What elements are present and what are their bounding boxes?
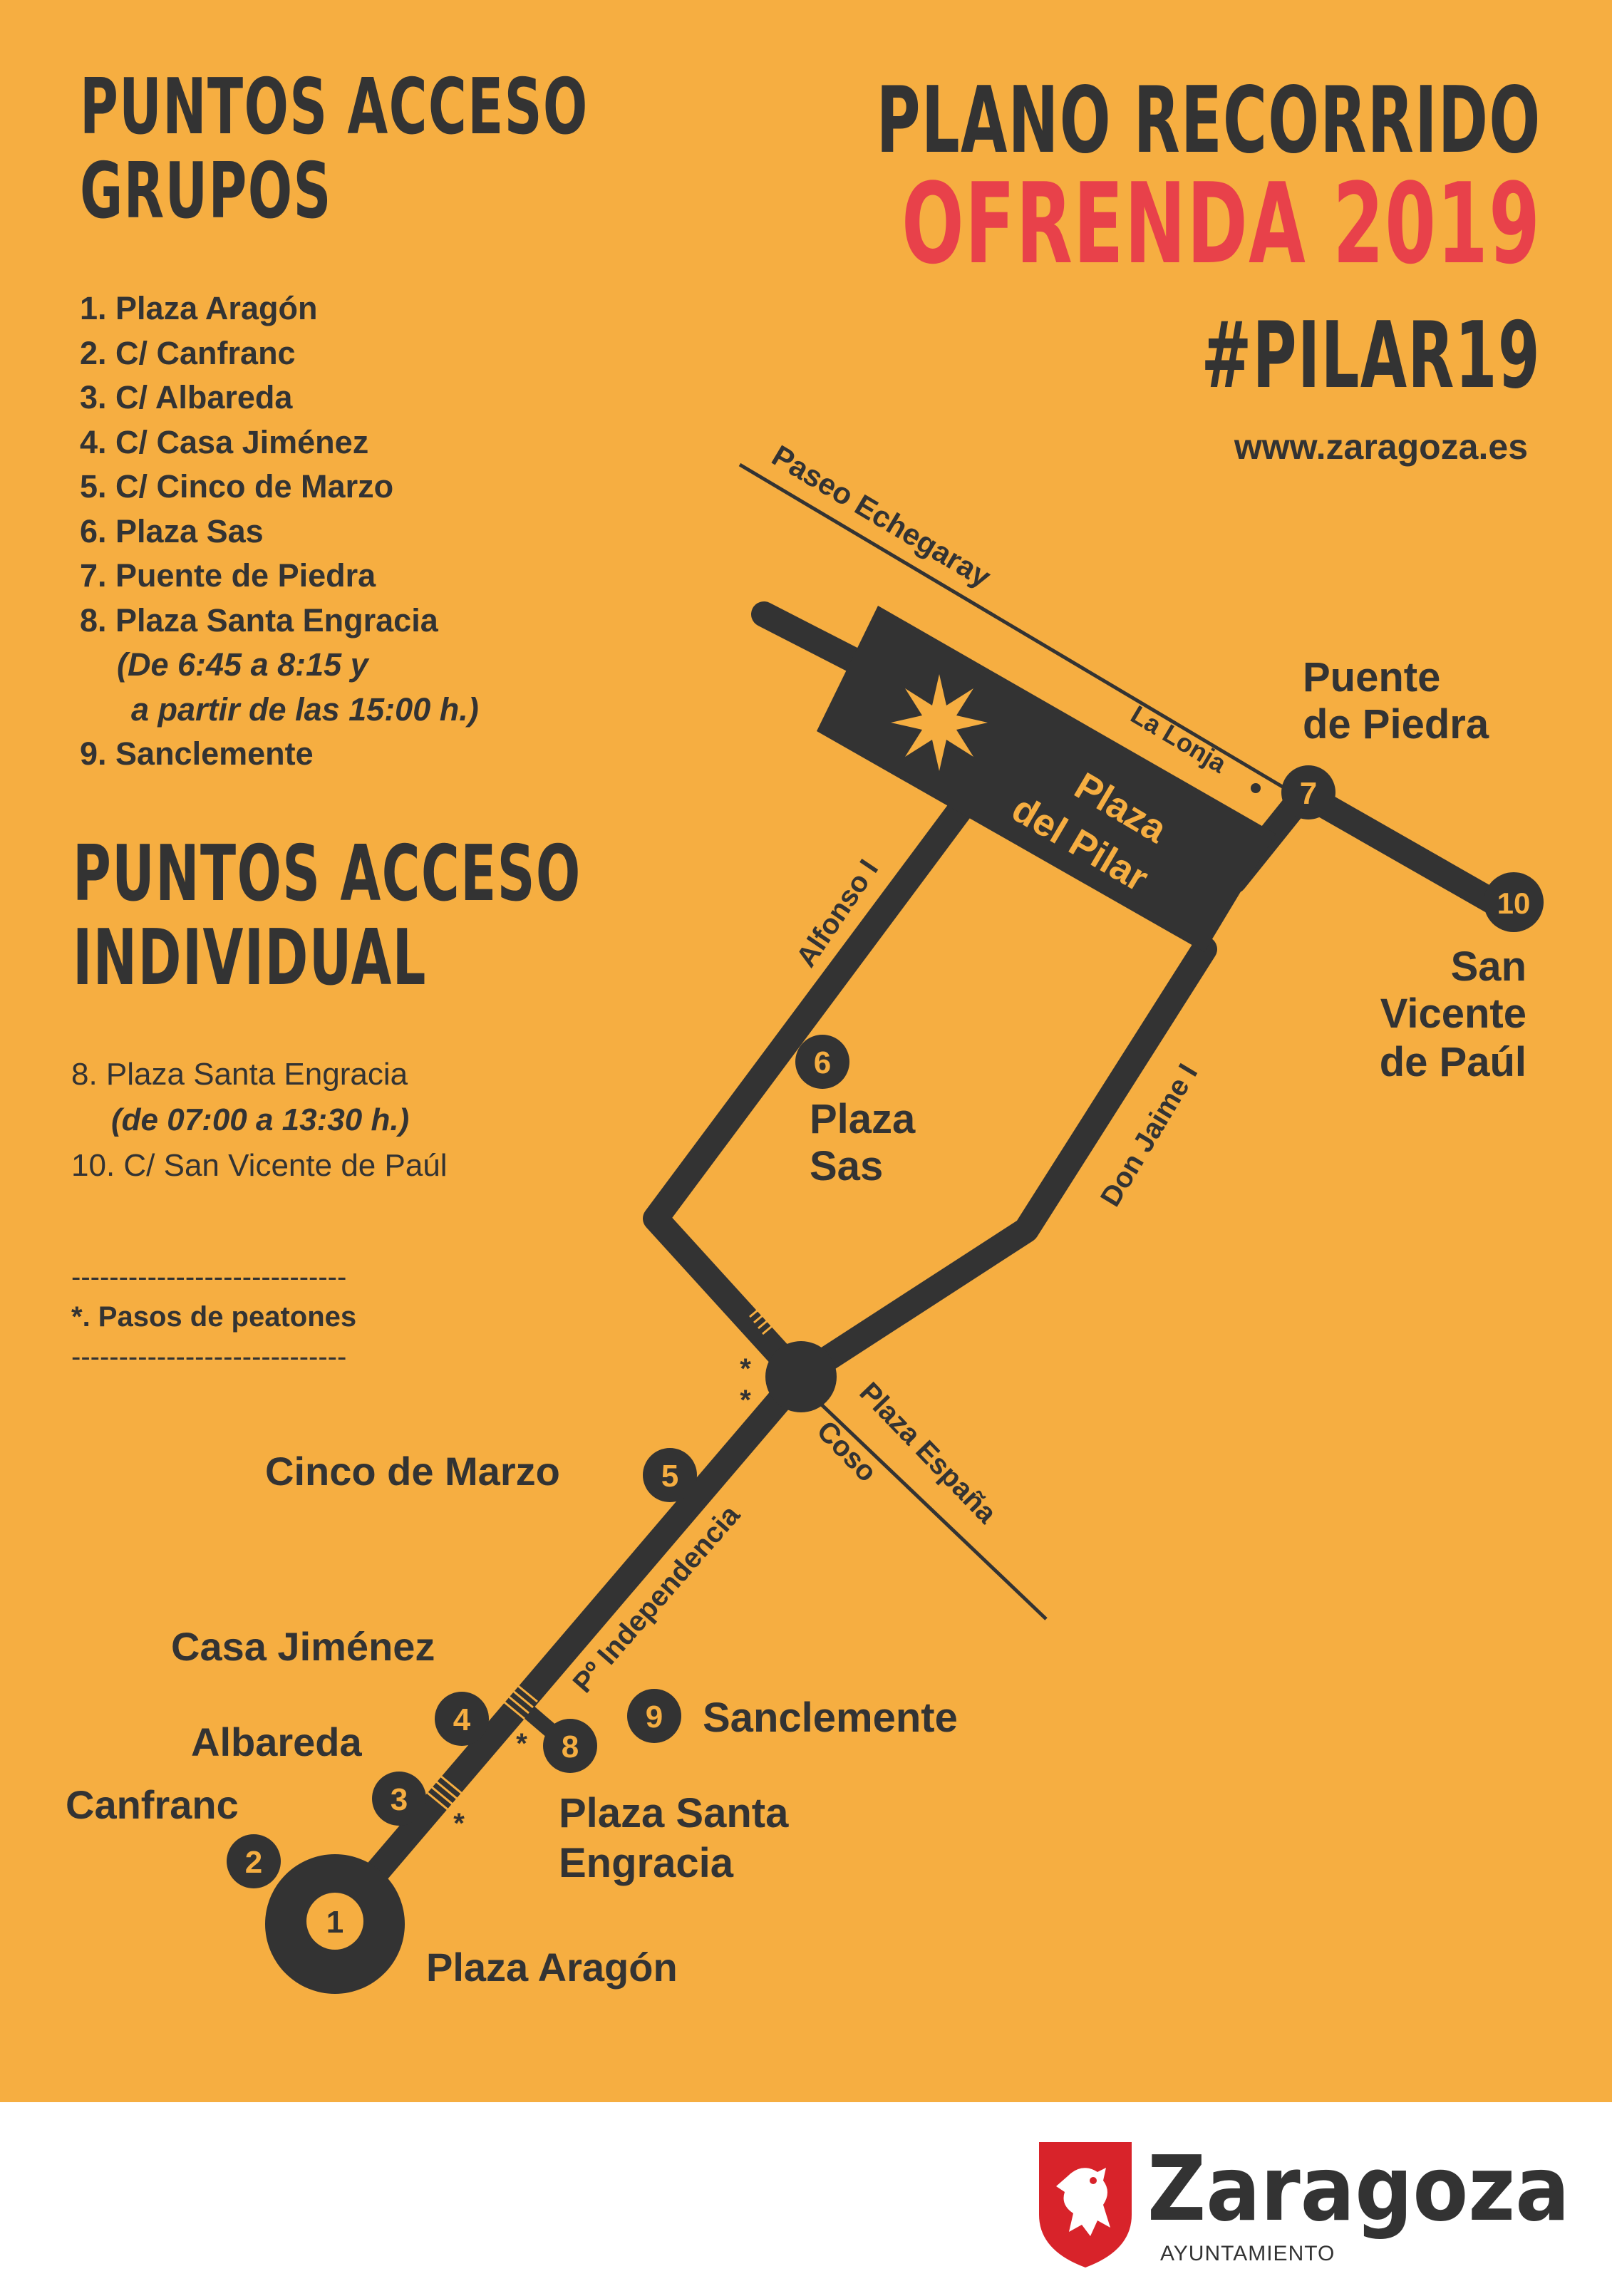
point-label-1: Plaza Aragón (426, 1945, 678, 1990)
legend-dashes: ----------------------------- (71, 1341, 347, 1372)
point-number-1: 1 (326, 1905, 343, 1940)
title-line1: PLANO RECORRIDO (876, 68, 1541, 174)
route-map: * * * * 1 2 3 4 5 6 (66, 438, 1544, 1994)
point-marker-7[interactable]: 7 (1281, 765, 1335, 819)
point-number-3: 3 (391, 1782, 408, 1817)
point-label-2: Canfranc (66, 1782, 239, 1827)
individual-list: 8. Plaza Santa Engracia (de 07:00 a 13:3… (71, 1052, 448, 1189)
point-label-8: Engracia (559, 1840, 734, 1886)
point-marker-5[interactable]: 5 (643, 1448, 697, 1502)
groups-heading: PUNTOS ACCESO GRUPOS (80, 63, 589, 236)
point-label-3: Albareda (191, 1720, 362, 1764)
la-lonja-dot (1251, 783, 1261, 793)
point-number-7: 7 (1300, 776, 1317, 811)
street-label-paseo-echegaray: Paseo Echegaray (766, 438, 997, 594)
list-item: 6. Plaza Sas (80, 512, 264, 549)
point-label-4: Casa Jiménez (171, 1624, 435, 1669)
point-number-5: 5 (661, 1459, 678, 1494)
lion-shield-icon (1039, 2142, 1132, 2267)
legend-dashes: ----------------------------- (71, 1261, 347, 1293)
website-link[interactable]: www.zaragoza.es (1234, 427, 1528, 467)
crossing-mark: * (740, 1353, 751, 1385)
plaza-espana-hub (765, 1341, 837, 1412)
footer: Zaragoza AYUNTAMIENTO (0, 2102, 1612, 2296)
point-marker-6[interactable]: 6 (795, 1035, 849, 1089)
point-label-6: Sas (810, 1143, 883, 1189)
logo-subtitle: AYUNTAMIENTO (1160, 2242, 1335, 2265)
point-marker-1[interactable] (306, 1893, 363, 1950)
list-item: 9. Sanclemente (80, 735, 314, 772)
point-label-5: Cinco de Marzo (265, 1449, 560, 1494)
list-item: 7. Puente de Piedra (80, 557, 376, 594)
logo-name: Zaragoza (1147, 2136, 1570, 2241)
point-label-10: San (1451, 943, 1526, 990)
crossing-mark: * (740, 1385, 751, 1416)
crossing-hatch-3 (427, 1774, 465, 1814)
schedule-note: (De 6:45 a 8:15 y (117, 646, 368, 683)
point-label-8: Plaza Santa (559, 1790, 789, 1836)
point-marker-9[interactable]: 9 (627, 1689, 681, 1743)
list-item: 1. Plaza Aragón (80, 290, 318, 326)
crossing-legend: ----------------------------- *. Pasos d… (71, 1257, 356, 1377)
crossing-mark: * (453, 1808, 465, 1839)
point-label-10: Vicente (1380, 991, 1526, 1037)
point-marker-8[interactable]: 8 (543, 1719, 597, 1773)
list-item: 10. C/ San Vicente de Paúl (71, 1148, 448, 1183)
crossing-hatch-1 (749, 1294, 789, 1335)
poster-background: PUNTOS ACCESO GRUPOS 1. Plaza Aragón 2. … (0, 0, 1612, 2102)
crossing-hatch-2 (500, 1680, 538, 1720)
list-item: 4. C/ Casa Jiménez (80, 423, 369, 460)
list-item: 8. Plaza Santa Engracia (80, 601, 438, 638)
route-path (1291, 781, 1507, 915)
list-item: 8. Plaza Santa Engracia (71, 1057, 408, 1092)
crossing-mark: * (516, 1728, 527, 1759)
point-marker-3[interactable]: 3 (372, 1772, 426, 1826)
basilica-star-icon (891, 674, 988, 771)
list-item: 3. C/ Albareda (80, 379, 293, 415)
title-line2: OFRENDA 2019 (901, 159, 1541, 289)
list-item: 5. C/ Cinco de Marzo (80, 468, 394, 505)
schedule-note: a partir de las 15:00 h.) (131, 691, 479, 728)
schedule-note: (de 07:00 a 13:30 h.) (111, 1102, 410, 1137)
point-number-4: 4 (453, 1702, 471, 1737)
point-label-7: de Piedra (1303, 701, 1489, 748)
street-line-echegaray (738, 462, 1320, 810)
point-number-2: 2 (245, 1845, 262, 1880)
point-number-9: 9 (646, 1700, 663, 1734)
point-marker-10[interactable]: 10 (1484, 872, 1544, 932)
point-label-9: Sanclemente (703, 1695, 958, 1741)
point-marker-4[interactable]: 4 (435, 1692, 489, 1746)
legend-text: *. Pasos de peatones (71, 1301, 357, 1333)
point-marker-2[interactable]: 2 (227, 1834, 281, 1888)
hashtag: #PILAR19 (1201, 303, 1541, 409)
plaza-del-pilar-block (817, 606, 1276, 952)
route-path (326, 1364, 812, 1930)
street-line-coso (794, 1378, 1048, 1620)
groups-list: 1. Plaza Aragón 2. C/ Canfranc 3. C/ Alb… (80, 286, 479, 777)
point-label-6: Plaza (810, 1096, 916, 1142)
point-number-6: 6 (814, 1045, 831, 1080)
point-label-7: Puente (1303, 654, 1440, 700)
list-item: 2. C/ Canfranc (80, 334, 296, 371)
individual-heading: PUNTOS ACCESO INDIVIDUAL (73, 829, 582, 1003)
point-number-8: 8 (562, 1729, 579, 1764)
point-label-10: de Paúl (1380, 1039, 1526, 1085)
point-number-10: 10 (1497, 886, 1531, 920)
